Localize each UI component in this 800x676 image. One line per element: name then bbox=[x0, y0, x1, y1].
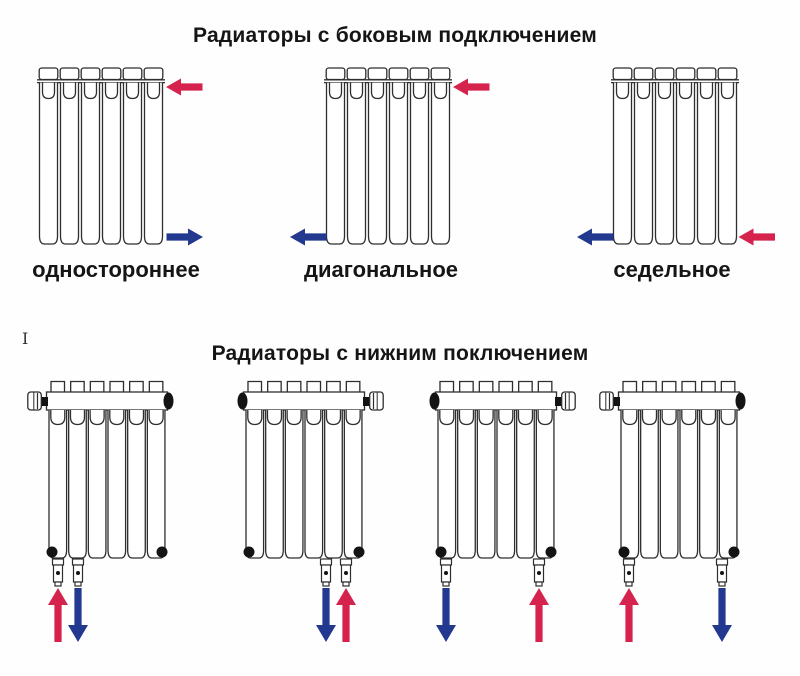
return-flow-arrow bbox=[316, 588, 336, 642]
thermo-valve-left bbox=[599, 391, 620, 411]
thermo-valve-left bbox=[27, 391, 48, 411]
end-cap bbox=[163, 392, 174, 410]
stray-mark: I bbox=[22, 329, 29, 348]
radiator-body bbox=[324, 67, 452, 245]
end-cap bbox=[429, 392, 440, 410]
radiator-body bbox=[37, 67, 165, 245]
bottom-pipe-valve bbox=[622, 558, 636, 587]
supply-flow-arrow bbox=[529, 588, 549, 642]
thermo-valve-right bbox=[363, 391, 384, 411]
radiator-side-2 bbox=[290, 67, 490, 246]
radiator-body bbox=[45, 380, 169, 559]
radiator-bottom-3 bbox=[429, 380, 576, 642]
supply-flow-arrow bbox=[336, 588, 356, 642]
supply-flow-arrow bbox=[48, 588, 68, 642]
radiator-body bbox=[617, 380, 741, 559]
return-flow-arrow bbox=[712, 588, 732, 642]
return-flow-arrow bbox=[290, 228, 327, 246]
supply-flow-arrow bbox=[453, 78, 490, 96]
end-cap bbox=[735, 392, 746, 410]
bottom-corner-cap bbox=[353, 546, 365, 558]
bottom-pipe-valve bbox=[439, 558, 453, 587]
bottom-corner-cap bbox=[545, 546, 557, 558]
radiator-body bbox=[611, 67, 739, 245]
bottom-pipe-valve bbox=[339, 558, 353, 587]
bottom-pipe-valve bbox=[532, 558, 546, 587]
bottom-corner-cap bbox=[156, 546, 168, 558]
bottom-corner-cap bbox=[46, 546, 58, 558]
thermo-valve-right bbox=[555, 391, 576, 411]
label-saddle: седельное bbox=[613, 257, 731, 282]
bottom-corner-cap bbox=[728, 546, 740, 558]
end-cap bbox=[237, 392, 248, 410]
radiator-bottom-2 bbox=[237, 380, 384, 642]
radiator-body bbox=[242, 380, 366, 559]
bottom-pipe-valve bbox=[51, 558, 65, 587]
supply-flow-arrow bbox=[619, 588, 639, 642]
radiator-bottom-1 bbox=[27, 380, 174, 642]
radiator-side-3 bbox=[577, 67, 775, 246]
bottom-pipe-valve bbox=[715, 558, 729, 587]
return-flow-arrow bbox=[577, 228, 614, 246]
radiator-bottom-4 bbox=[599, 380, 746, 642]
bottom-connection-title: Радиаторы с нижним поключением bbox=[211, 342, 589, 365]
radiator-body bbox=[434, 380, 558, 559]
return-flow-arrow bbox=[68, 588, 88, 642]
bottom-corner-cap bbox=[435, 546, 447, 558]
label-one-sided: одностороннее bbox=[32, 257, 200, 282]
bottom-pipe-valve bbox=[319, 558, 333, 587]
bottom-corner-cap bbox=[618, 546, 630, 558]
supply-flow-arrow bbox=[166, 78, 203, 96]
return-flow-arrow bbox=[166, 228, 203, 246]
radiator-side-1 bbox=[37, 67, 203, 246]
bottom-corner-cap bbox=[243, 546, 255, 558]
side-connection-title: Радиаторы с боковым подключением bbox=[193, 24, 597, 47]
label-diagonal: диагональное bbox=[303, 257, 459, 282]
supply-flow-arrow bbox=[738, 228, 775, 246]
bottom-pipe-valve bbox=[71, 558, 85, 587]
return-flow-arrow bbox=[436, 588, 456, 642]
